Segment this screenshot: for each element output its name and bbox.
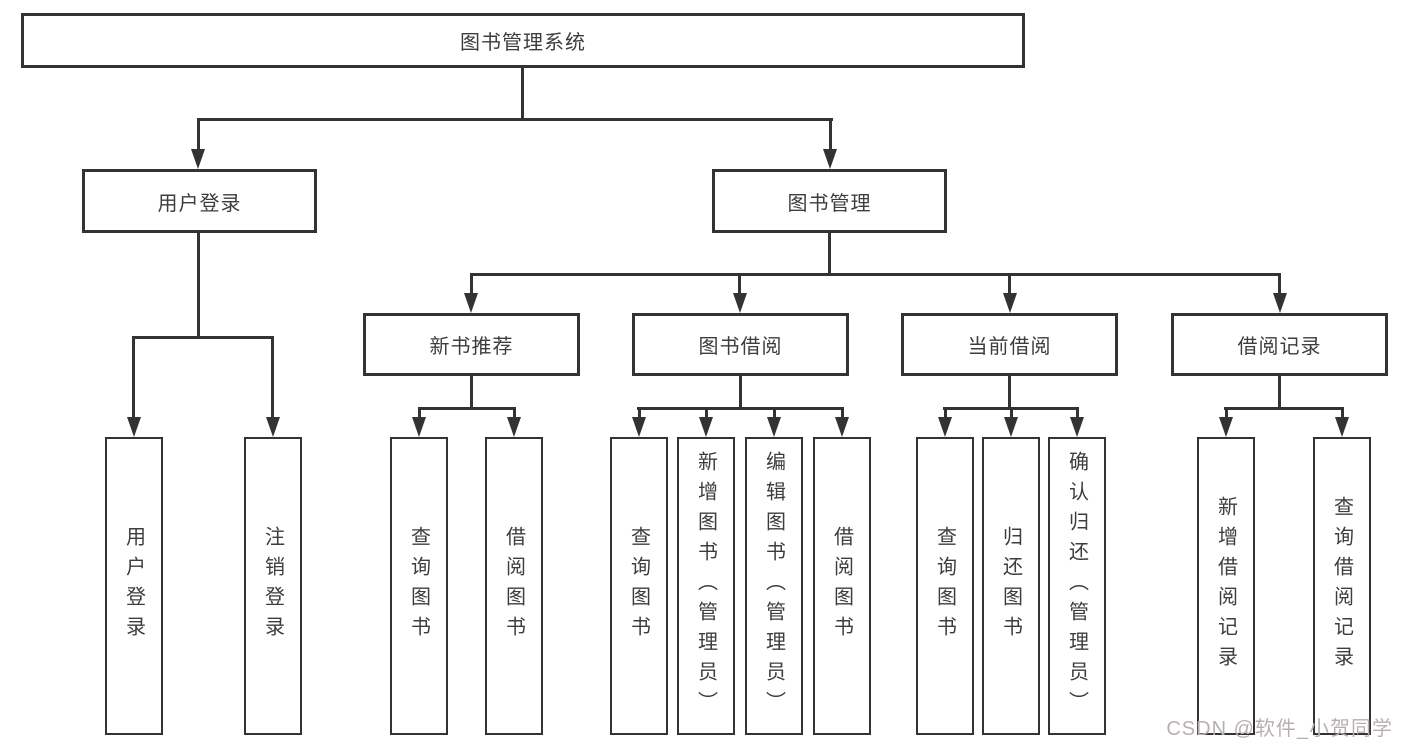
leaf-query-borrow-record: 查询借阅记录: [1313, 437, 1371, 735]
node-book-management: 图书管理: [712, 169, 947, 233]
arrowhead-icon: [632, 417, 646, 437]
connector-line: [197, 118, 200, 152]
connector-line: [705, 407, 708, 419]
connector-line: [1278, 376, 1281, 410]
connector-line: [638, 407, 641, 419]
csdn-watermark: CSDN @软件_小贺同学: [1166, 718, 1393, 740]
arrowhead-icon: [266, 417, 280, 437]
arrowhead-icon: [835, 417, 849, 437]
leaf-add-borrow-record: 新增借阅记录: [1197, 437, 1255, 735]
connector-line: [470, 273, 1281, 276]
node-label: 图书管理系统: [460, 32, 586, 54]
leaf-edit-books-admin: 编辑图书（管理员）: [745, 437, 803, 735]
connector-line: [132, 336, 135, 418]
connector-line: [513, 407, 516, 419]
connector-line: [841, 407, 844, 419]
arrowhead-icon: [699, 417, 713, 437]
node-label: 新书推荐: [429, 336, 514, 358]
connector-line: [739, 376, 742, 410]
connector-line: [1010, 407, 1013, 419]
connector-line: [829, 118, 832, 152]
arrowhead-icon: [1273, 293, 1287, 313]
leaf-query-books-current: 查询图书: [916, 437, 974, 735]
node-label: 确认归还（管理员）: [1065, 451, 1088, 721]
node-label: 编辑图书（管理员）: [762, 451, 785, 721]
leaf-return-books: 归还图书: [982, 437, 1040, 735]
node-label: 用户登录: [122, 526, 145, 646]
node-label: 图书管理: [787, 192, 872, 215]
node-label: 借阅图书: [830, 526, 853, 646]
connector-line: [197, 233, 200, 336]
arrowhead-icon: [1219, 417, 1233, 437]
node-new-book-recommend: 新书推荐: [363, 313, 580, 376]
connector-line: [1224, 407, 1344, 410]
node-label: 新增借阅记录: [1214, 496, 1237, 676]
node-label: 借阅记录: [1237, 336, 1322, 358]
arrowhead-icon: [767, 417, 781, 437]
arrowhead-icon: [1003, 293, 1017, 313]
leaf-query-books-newbook: 查询图书: [390, 437, 448, 735]
node-label: 当前借阅: [967, 336, 1052, 358]
arrowhead-icon: [1004, 417, 1018, 437]
leaf-confirm-return-admin: 确认归还（管理员）: [1048, 437, 1106, 735]
node-label: 归还图书: [999, 526, 1022, 646]
connector-line: [637, 407, 844, 410]
connector-line: [197, 118, 833, 121]
arrowhead-icon: [464, 293, 478, 313]
arrowhead-icon: [733, 293, 747, 313]
connector-line: [738, 273, 741, 295]
connector-line: [1008, 376, 1011, 410]
node-label: 用户登录: [157, 192, 242, 215]
connector-line: [418, 407, 421, 419]
connector-line: [132, 336, 274, 339]
leaf-user-login: 用户登录: [105, 437, 163, 735]
node-borrow-records: 借阅记录: [1171, 313, 1388, 376]
node-label: 查询图书: [627, 526, 650, 646]
node-label: 图书借阅: [698, 336, 783, 358]
node-label: 查询图书: [407, 526, 430, 646]
arrowhead-icon: [191, 149, 205, 169]
leaf-borrow-books-newbook: 借阅图书: [485, 437, 543, 735]
leaf-add-books-admin: 新增图书（管理员）: [677, 437, 735, 735]
arrowhead-icon: [412, 417, 426, 437]
connector-line: [1278, 273, 1281, 295]
arrowhead-icon: [823, 149, 837, 169]
connector-line: [521, 68, 524, 121]
connector-line: [1341, 407, 1344, 419]
node-library-management-system: 图书管理系统: [21, 13, 1025, 68]
node-label: 借阅图书: [502, 526, 525, 646]
connector-line: [773, 407, 776, 419]
node-label: 新增图书（管理员）: [694, 451, 717, 721]
arrowhead-icon: [1335, 417, 1349, 437]
node-current-borrow: 当前借阅: [901, 313, 1118, 376]
node-label: 注销登录: [261, 526, 284, 646]
arrowhead-icon: [1070, 417, 1084, 437]
connector-line: [828, 233, 831, 273]
connector-line: [418, 407, 516, 410]
connector-line: [470, 273, 473, 295]
node-user-login: 用户登录: [82, 169, 317, 233]
arrowhead-icon: [127, 417, 141, 437]
connector-line: [944, 407, 947, 419]
connector-line: [271, 336, 274, 418]
connector-line: [1225, 407, 1228, 419]
leaf-borrow-books: 借阅图书: [813, 437, 871, 735]
leaf-logout: 注销登录: [244, 437, 302, 735]
node-book-borrow: 图书借阅: [632, 313, 849, 376]
arrowhead-icon: [507, 417, 521, 437]
arrowhead-icon: [938, 417, 952, 437]
connector-line: [470, 376, 473, 410]
node-label: 查询图书: [933, 526, 956, 646]
connector-line: [1076, 407, 1079, 419]
node-label: 查询借阅记录: [1330, 496, 1353, 676]
leaf-query-books-borrow: 查询图书: [610, 437, 668, 735]
connector-line: [1008, 273, 1011, 295]
